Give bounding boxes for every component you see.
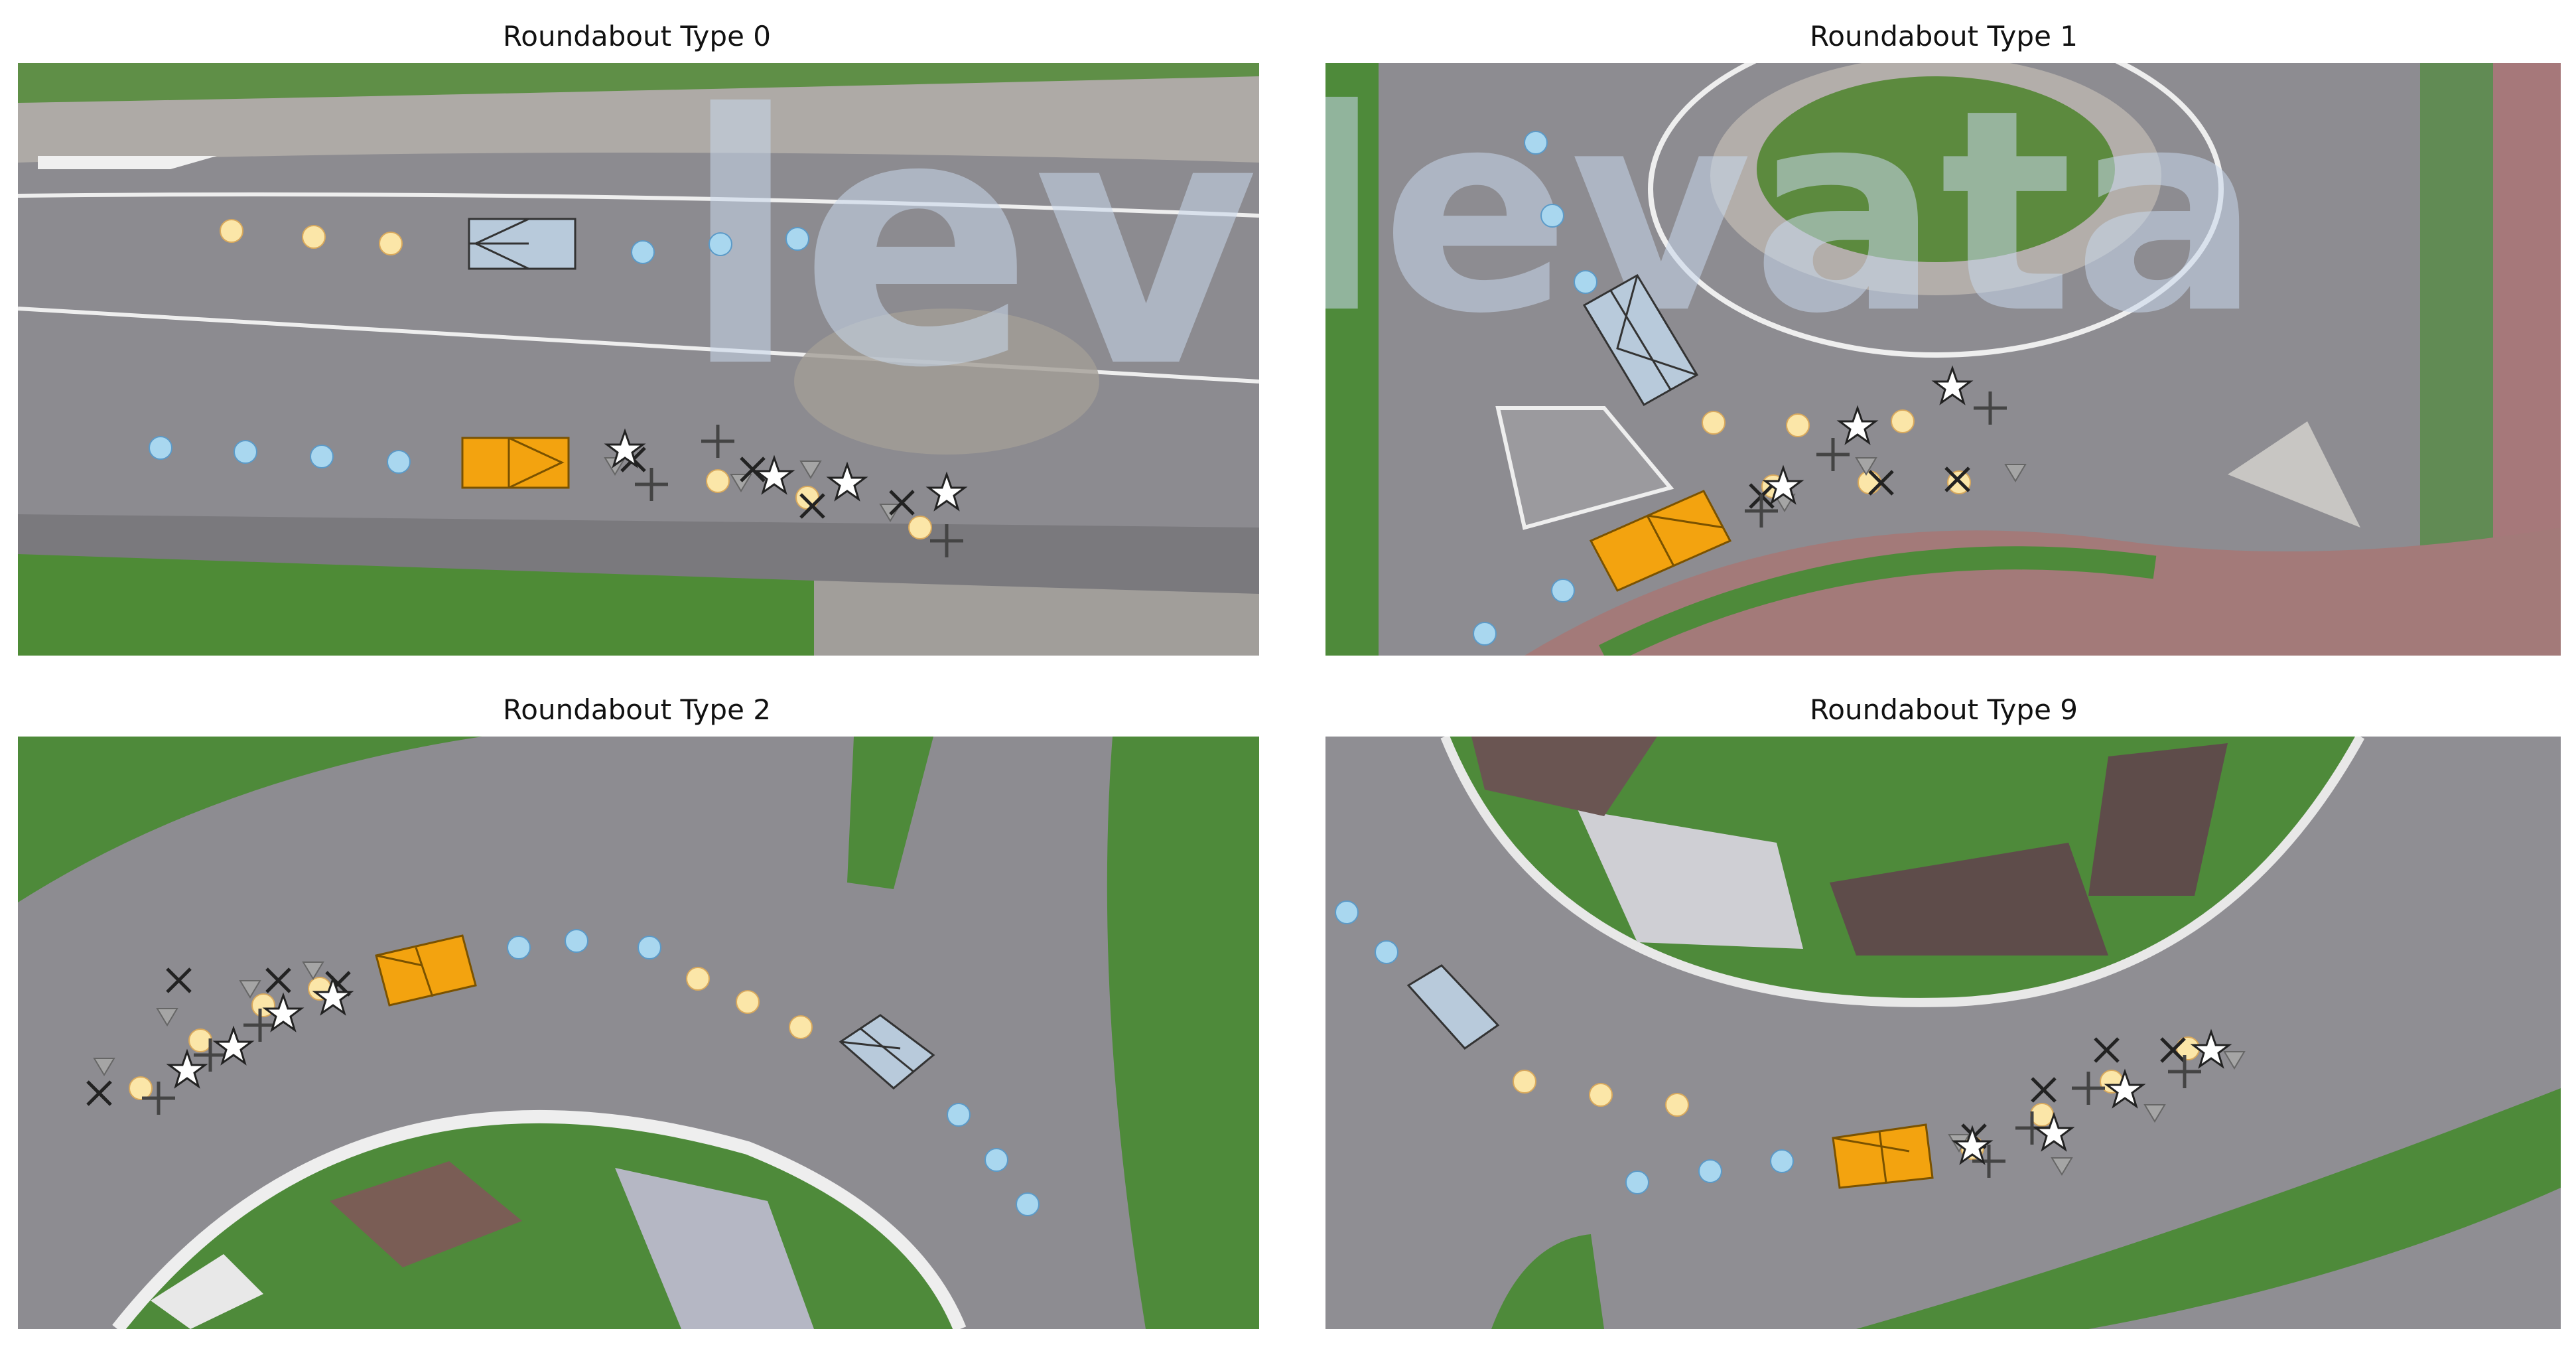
other-vehicle <box>839 1014 935 1090</box>
other-vehicle <box>1406 964 1500 1050</box>
future-dots <box>1335 900 1794 1194</box>
panel-title: Roundabout Type 9 <box>1810 693 2078 726</box>
other-vehicle <box>468 218 576 270</box>
star-markers <box>1762 365 1974 505</box>
plus-markers <box>1745 391 2007 528</box>
history-dots <box>220 219 932 539</box>
panel-title: Roundabout Type 2 <box>503 693 771 726</box>
ego-vehicle <box>461 437 570 489</box>
star-markers <box>604 428 968 512</box>
aerial-image <box>18 737 1259 1329</box>
plus-markers <box>142 1009 277 1115</box>
plus-markers <box>635 425 963 557</box>
aerial-image <box>1325 737 2561 1329</box>
panel-title: Roundabout Type 0 <box>503 20 771 52</box>
future-dots <box>1473 131 1597 646</box>
star-markers <box>1951 1028 2232 1165</box>
star-markers <box>166 975 354 1089</box>
aerial-image: levata <box>1325 63 2561 656</box>
other-vehicle <box>1582 273 1699 407</box>
aerial-image: levata <box>18 63 1259 656</box>
ego-vehicle <box>375 934 477 1007</box>
future-dots <box>149 227 809 474</box>
future-dots <box>507 929 1040 1216</box>
uncertainty-markers <box>93 961 324 1076</box>
panel-title: Roundabout Type 1 <box>1810 20 2078 52</box>
plus-markers <box>1972 1055 2201 1178</box>
ego-vehicle <box>1832 1123 1934 1189</box>
watermark-text: levata <box>681 63 1259 443</box>
history-dots <box>129 967 813 1100</box>
uncertainty-markers <box>1773 457 2027 512</box>
ego-vehicle <box>1589 490 1732 592</box>
watermark-text: levata <box>1325 63 2261 375</box>
